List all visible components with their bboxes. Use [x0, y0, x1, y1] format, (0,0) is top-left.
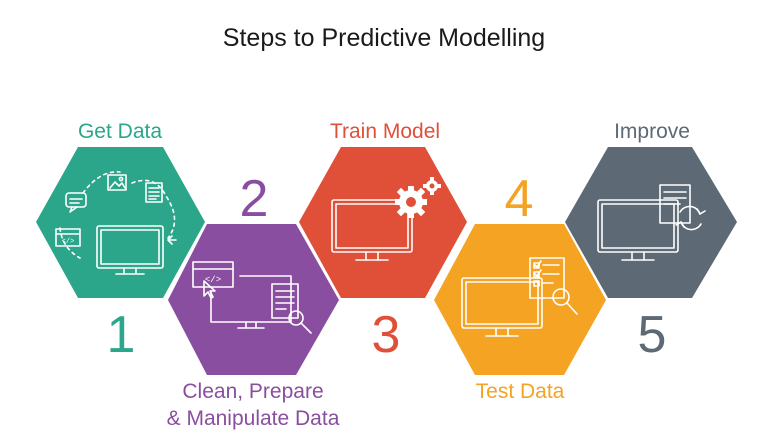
step-1-number: 1 [107, 306, 136, 364]
hexagon-step-5 [565, 147, 737, 298]
step-4-icons [461, 257, 578, 337]
step-2-number: 2 [240, 170, 269, 228]
step-5-number: 5 [638, 306, 667, 364]
gear-icon [395, 186, 427, 218]
step-5-icons [597, 184, 706, 261]
step-5-label: Improve [614, 120, 690, 143]
step-2-label-line1: Clean, Prepare [182, 380, 323, 403]
step-1-label: Get Data [78, 120, 162, 143]
monitor-icon [597, 199, 679, 261]
svg-text:</>: </> [62, 238, 75, 246]
step-3-icons [331, 177, 441, 261]
step-4-label: Test Data [476, 380, 565, 403]
form-icon [271, 283, 299, 319]
step-3-number: 3 [372, 306, 401, 364]
hexagon-step-4 [434, 224, 606, 375]
checklist-icon [529, 257, 565, 299]
step-2-label-line2: & Manipulate Data [167, 407, 340, 430]
step-3-label: Train Model [330, 120, 440, 143]
cursor-icon [203, 280, 216, 299]
hexagon-step-1 [36, 147, 205, 298]
chat-icon [65, 192, 87, 213]
small-gear-icon [423, 177, 441, 195]
data-flow-arc [59, 171, 176, 259]
magnifier-icon [552, 288, 578, 315]
step-1-icons: </> [55, 171, 177, 275]
monitor-icon [331, 199, 413, 261]
svg-text:</>: </> [205, 275, 221, 285]
code-icon: </> [55, 228, 81, 247]
step-2-icons: </> [192, 261, 312, 334]
magnifier-icon [288, 310, 312, 334]
monitor-icon [96, 225, 164, 275]
image-icon [107, 174, 127, 191]
code-window-icon: </> [192, 261, 234, 288]
monitor-icon [461, 277, 543, 337]
page-title: Steps to Predictive Modelling [223, 24, 545, 52]
step-4-number: 4 [505, 170, 534, 228]
refresh-icon [675, 205, 706, 231]
newspaper-icon [145, 182, 163, 203]
document-icon [659, 184, 691, 224]
